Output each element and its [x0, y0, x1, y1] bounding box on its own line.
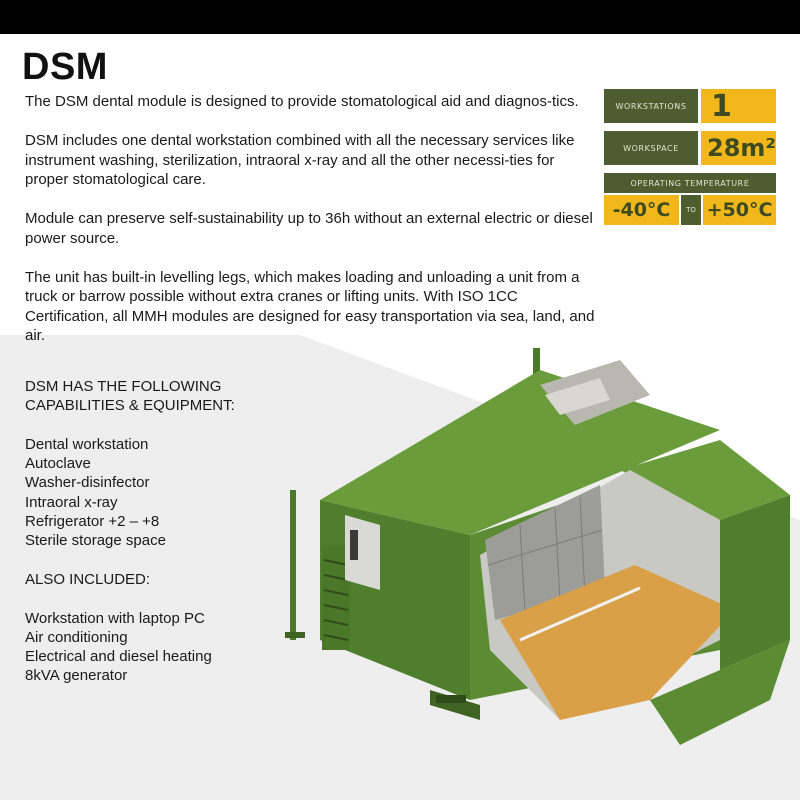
spec-workspace: WORKSPACE 28m² [604, 131, 776, 165]
description: The DSM dental module is designed to pro… [25, 92, 595, 365]
spec-label: WORKSPACE [604, 131, 698, 165]
list-item: Workstation with laptop PC [25, 609, 205, 627]
equipment-lists: DSM HAS THE FOLLOWING CAPABILITIES & EQU… [25, 377, 325, 705]
spec-workstations: WORKSTATIONS 1 [604, 89, 776, 124]
spec-temperature: OPERATING TEMPERATURE -40°C TO +50°C [604, 173, 776, 225]
list-item: Electrical and diesel heating [25, 648, 212, 666]
description-paragraph: Module can preserve self-sustainability … [25, 210, 593, 247]
list-item: 8kVA generator [25, 667, 128, 685]
spec-value: 28m² [701, 131, 776, 165]
list-item: Dental workstation [25, 435, 149, 453]
description-paragraph: The DSM dental module is designed to pro… [25, 93, 579, 110]
page-title: DSM [22, 46, 108, 88]
spec-label: WORKSTATIONS [604, 89, 698, 123]
included-heading: ALSO INCLUDED: [25, 570, 151, 588]
temp-min-value: -40°C [604, 195, 679, 225]
list-item: Air conditioning [25, 628, 128, 646]
capabilities-list: Dental workstation Autoclave Washer-disi… [25, 435, 325, 551]
top-bar [0, 0, 800, 34]
spec-value: 1 [701, 89, 776, 124]
container-illustration [285, 348, 790, 745]
capabilities-heading: DSM HAS THE FOLLOWING CAPABILITIES & EQU… [25, 378, 235, 415]
description-paragraph: The unit has built-in levelling legs, wh… [25, 268, 595, 345]
list-item: Refrigerator +2 – +8 [25, 513, 160, 531]
list-item: Intraoral x-ray [25, 493, 118, 511]
spec-label: OPERATING TEMPERATURE [604, 173, 776, 193]
temp-max-value: +50°C [703, 195, 776, 225]
list-item: Washer-disinfector [25, 474, 150, 492]
included-list: Workstation with laptop PC Air condition… [25, 609, 325, 686]
temp-to-label: TO [681, 195, 701, 225]
description-paragraph: DSM includes one dental workstation comb… [25, 132, 575, 188]
list-item: Autoclave [25, 455, 91, 473]
list-item: Sterile storage space [25, 532, 166, 550]
